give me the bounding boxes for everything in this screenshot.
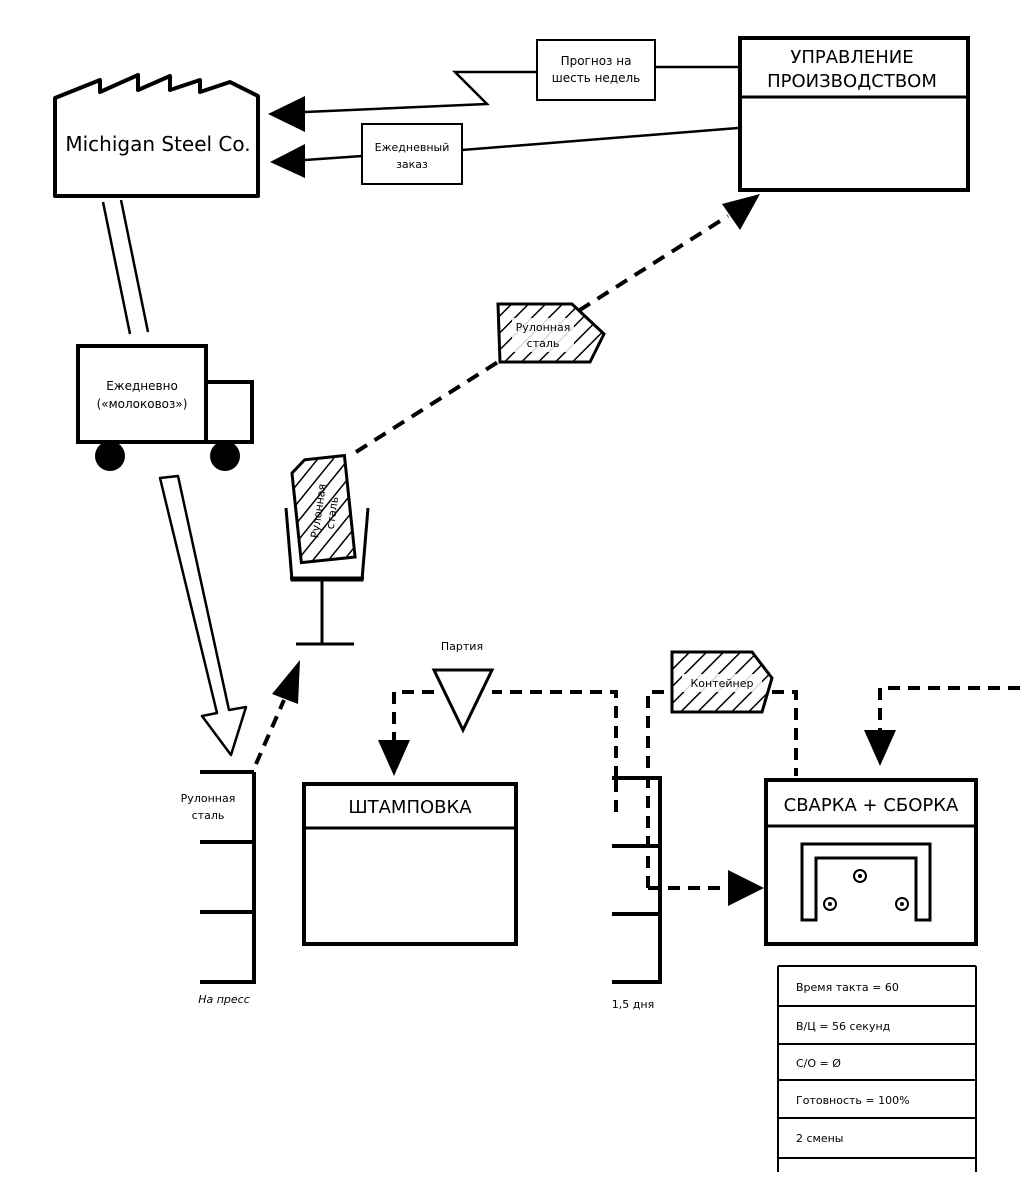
production-control: УПРАВЛЕНИЕ ПРОИЗВОДСТВОМ bbox=[738, 36, 970, 192]
truck-shipment: Ежедневно («молоковоз») bbox=[76, 344, 254, 471]
welding-schedule-arrowhead bbox=[864, 730, 896, 766]
forecast-flow: Прогноз на шесть недель bbox=[268, 39, 738, 132]
production-control-title-line1: УПРАВЛЕНИЕ bbox=[790, 47, 913, 68]
forecast-box bbox=[536, 39, 656, 101]
data-box-row: 2 смены bbox=[796, 1132, 844, 1145]
signal-kanban-label-line1: Рулонная bbox=[516, 321, 571, 334]
kanban-flow-arrowhead bbox=[722, 194, 760, 230]
forecast-arrowhead bbox=[268, 96, 305, 132]
signal-kanban-label-line2: сталь bbox=[527, 337, 560, 350]
truck-wheel-icon bbox=[95, 441, 125, 471]
truck-trailer bbox=[76, 344, 208, 444]
daily-order-flow: Ежедневный заказ bbox=[270, 123, 739, 185]
inventory-mid-bottom-label: 1,5 дня bbox=[612, 998, 654, 1011]
process-data-box: Время такта = 60 В/Ц = 56 секунд С/О = Ø… bbox=[777, 965, 977, 1172]
inventory-left-label-line1: Рулонная bbox=[181, 792, 236, 805]
kanban-withdrawal-flow: Рулонная сталь bbox=[354, 194, 760, 454]
inventory-left: Рулонная сталь На пресс bbox=[181, 770, 256, 1006]
truck-cab bbox=[204, 380, 254, 444]
data-box-row: Готовность = 100% bbox=[796, 1094, 910, 1107]
supplier-factory: Michigan Steel Co. bbox=[53, 73, 260, 198]
inventory-left-bottom-label: На пресс bbox=[198, 993, 250, 1006]
factory-icon bbox=[53, 73, 260, 198]
container-loop: Контейнер bbox=[614, 650, 798, 906]
truck-wheel-icon bbox=[210, 441, 240, 471]
kanban-card-icon bbox=[290, 453, 357, 565]
daily-order-box bbox=[361, 123, 463, 185]
inventory-left-label-line2: сталь bbox=[192, 809, 225, 822]
data-box-row: Время такта = 60 bbox=[796, 981, 899, 994]
forecast-label-line2: шесть недель bbox=[552, 71, 641, 85]
truck-label-line2: («молоковоз») bbox=[97, 397, 188, 411]
container-label: Контейнер bbox=[691, 677, 754, 690]
data-box-row: С/О = Ø bbox=[796, 1057, 841, 1070]
welding-title: СВАРКА + СБОРКА bbox=[784, 795, 959, 816]
data-box-row: В/Ц = 56 секунд bbox=[796, 1020, 891, 1033]
daily-order-arrowhead bbox=[270, 144, 305, 178]
kanban-card-label-line2: сталь bbox=[324, 496, 341, 530]
container-arrowhead bbox=[728, 870, 764, 906]
withdrawal-flow bbox=[254, 660, 300, 765]
production-control-title-line2: ПРОИЗВОДСТВОМ bbox=[767, 71, 937, 92]
batch-triangle-icon bbox=[431, 668, 495, 734]
batch-label: Партия bbox=[441, 640, 483, 653]
operator-cell-icon bbox=[800, 842, 932, 922]
shipment-line-upper bbox=[101, 199, 150, 335]
batch-arrowhead bbox=[378, 740, 410, 776]
daily-order-label-line1: Ежедневный bbox=[375, 141, 450, 154]
stamping-title: ШТАМПОВКА bbox=[348, 797, 472, 818]
welding-process: СВАРКА + СБОРКА bbox=[764, 778, 978, 946]
supplier-name: Michigan Steel Co. bbox=[65, 132, 250, 156]
batch-signal: Партия bbox=[378, 640, 618, 778]
daily-order-label-line2: заказ bbox=[396, 158, 428, 171]
welding-schedule-flow bbox=[864, 686, 1020, 766]
inventory-mid: 1,5 дня bbox=[612, 776, 662, 1011]
truck-label-line1: Ежедневно bbox=[106, 379, 178, 393]
withdrawal-arrowhead bbox=[272, 660, 300, 704]
push-arrow-icon bbox=[158, 474, 248, 757]
kanban-post: Рулонная сталь bbox=[284, 453, 370, 646]
forecast-label-line1: Прогноз на bbox=[561, 54, 632, 68]
stamping-process: ШТАМПОВКА bbox=[302, 782, 518, 946]
